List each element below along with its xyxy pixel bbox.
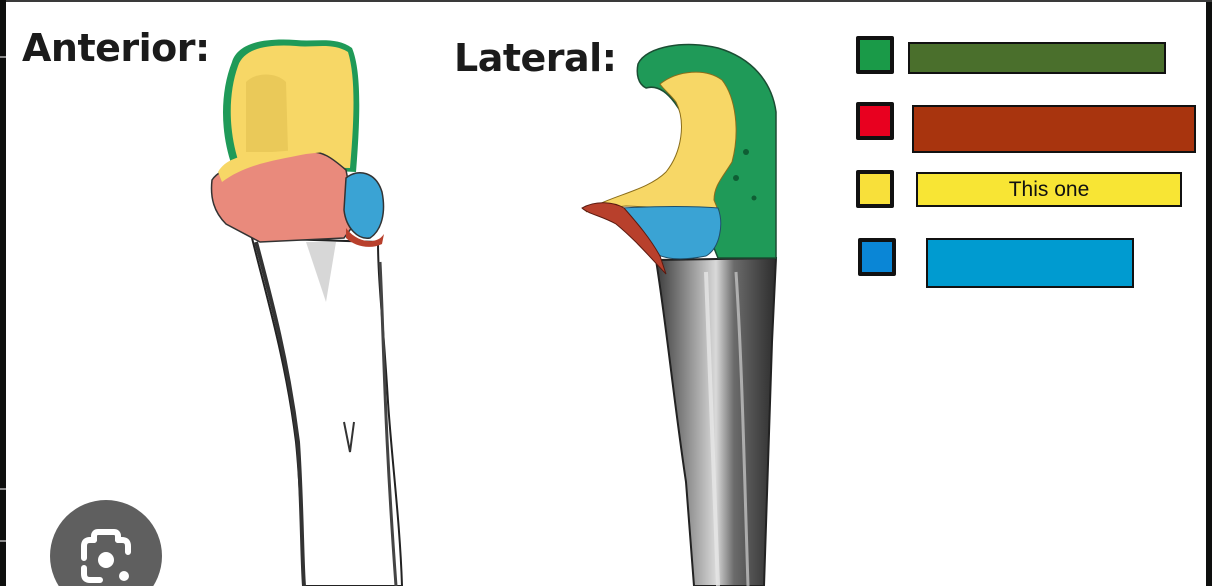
google-lens-button[interactable] (50, 500, 162, 586)
window-top-border (0, 0, 1212, 2)
bone-illustration (210, 39, 778, 586)
legend-bar-blue (926, 238, 1134, 288)
legend-bar-red (912, 105, 1196, 153)
legend-swatch-yellow (856, 170, 894, 208)
google-lens-icon (81, 529, 131, 583)
legend-bar-yellow: This one (916, 172, 1182, 207)
anterior-ulna-view (210, 39, 404, 586)
lateral-ulna-view (581, 43, 778, 586)
legend-swatch-green (856, 36, 894, 74)
legend-label-yellow: This one (1008, 177, 1090, 201)
legend-bar-green (908, 42, 1166, 74)
divider (0, 488, 6, 490)
anterior-label: Anterior: (22, 26, 210, 70)
divider (0, 540, 6, 542)
diagram-image: Anterior: Lateral: (6, 2, 1206, 586)
left-window-edge (0, 0, 6, 586)
divider (0, 56, 6, 58)
legend-swatch-red (856, 102, 894, 140)
legend-swatch-blue (858, 238, 896, 276)
lateral-label: Lateral: (454, 36, 617, 80)
